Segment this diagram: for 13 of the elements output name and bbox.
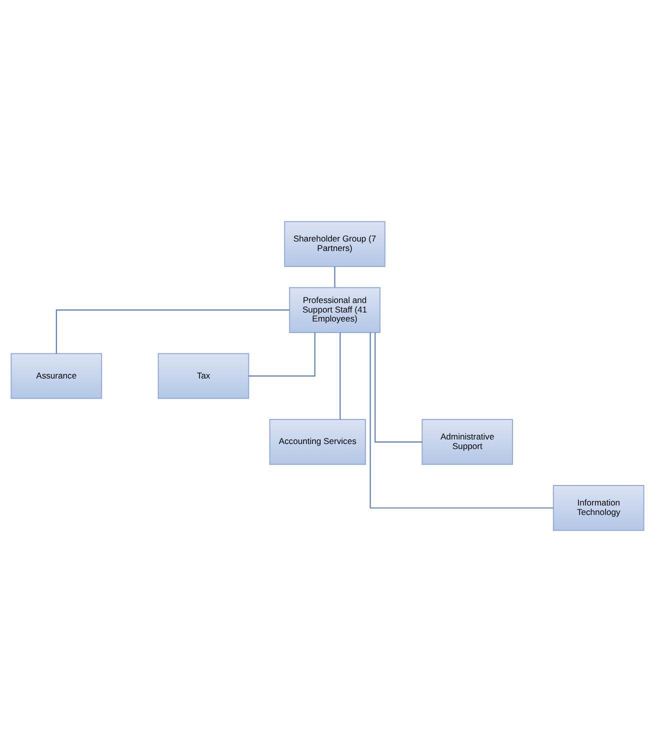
connector	[340, 332, 341, 420]
connector	[248, 332, 316, 376]
node-box: Professional and Support Staff (41 Employees)	[289, 287, 380, 333]
node-box: Administrative Support	[422, 419, 514, 465]
node-box: Assurance	[10, 353, 102, 399]
connector	[374, 332, 423, 442]
node-box: Shareholder Group (7 Partners)	[284, 221, 386, 267]
node-box: Tax	[158, 353, 250, 399]
connector	[334, 266, 336, 288]
connector	[370, 332, 554, 508]
connector	[56, 310, 290, 354]
node-box: Information Technology	[552, 485, 644, 531]
node-box: Accounting Services	[269, 419, 366, 465]
